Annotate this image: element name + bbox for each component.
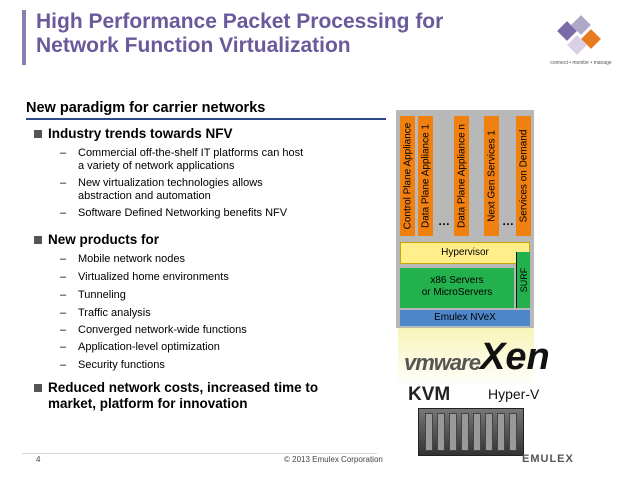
xen-logo: Xen: [480, 336, 550, 378]
app-data-plane-1: Data Plane Appliance 1: [418, 116, 433, 236]
title-line-1: High Performance Packet Processing for: [36, 10, 444, 33]
hypervisor-layer: Hypervisor: [400, 242, 530, 264]
app-services-on-demand: Services on Demand: [516, 116, 531, 236]
ellipsis-2: …: [502, 214, 514, 228]
bullet-square-icon: [34, 130, 42, 138]
title-accent-bar: [22, 10, 26, 65]
footer-divider: [22, 453, 377, 454]
slide-title: High Performance Packet Processing for N…: [36, 10, 516, 58]
logo-tagline: connect • monitor • manage: [550, 60, 612, 66]
subtitle-underline: [26, 118, 386, 120]
ellipsis-1: …: [438, 214, 450, 228]
app-control-plane: Control Plane Appliance: [400, 116, 415, 236]
bullet-square-icon: [34, 236, 42, 244]
app-data-plane-n: Data Plane Appliance n: [454, 116, 469, 236]
x86-servers-layer: x86 Servers or MicroServers: [400, 268, 514, 308]
hyperv-label: Hyper-V: [488, 386, 540, 402]
projection-beam: [398, 328, 534, 388]
surf-layer: SURF: [516, 252, 530, 308]
bullet-square-icon: [34, 384, 42, 392]
section-subtitle: New paradigm for carrier networks: [26, 100, 266, 116]
title-line-2: Network Function Virtualization: [36, 34, 351, 57]
vmware-logo: vmware: [404, 350, 481, 375]
kvm-logo: KVM: [408, 384, 451, 405]
nvex-layer: Emulex NVeX: [400, 310, 530, 326]
nfv-stack-diagram: Control Plane Appliance Data Plane Appli…: [396, 110, 534, 328]
app-next-gen-services: Next Gen Services 1: [484, 116, 499, 236]
page-number: 4: [36, 455, 41, 464]
copyright-text: © 2013 Emulex Corporation: [284, 455, 383, 464]
company-logo-cubes: connect • monitor • manage: [540, 10, 622, 72]
emulex-logo: EMULEX: [522, 453, 574, 465]
blade-server-image: [418, 408, 524, 456]
